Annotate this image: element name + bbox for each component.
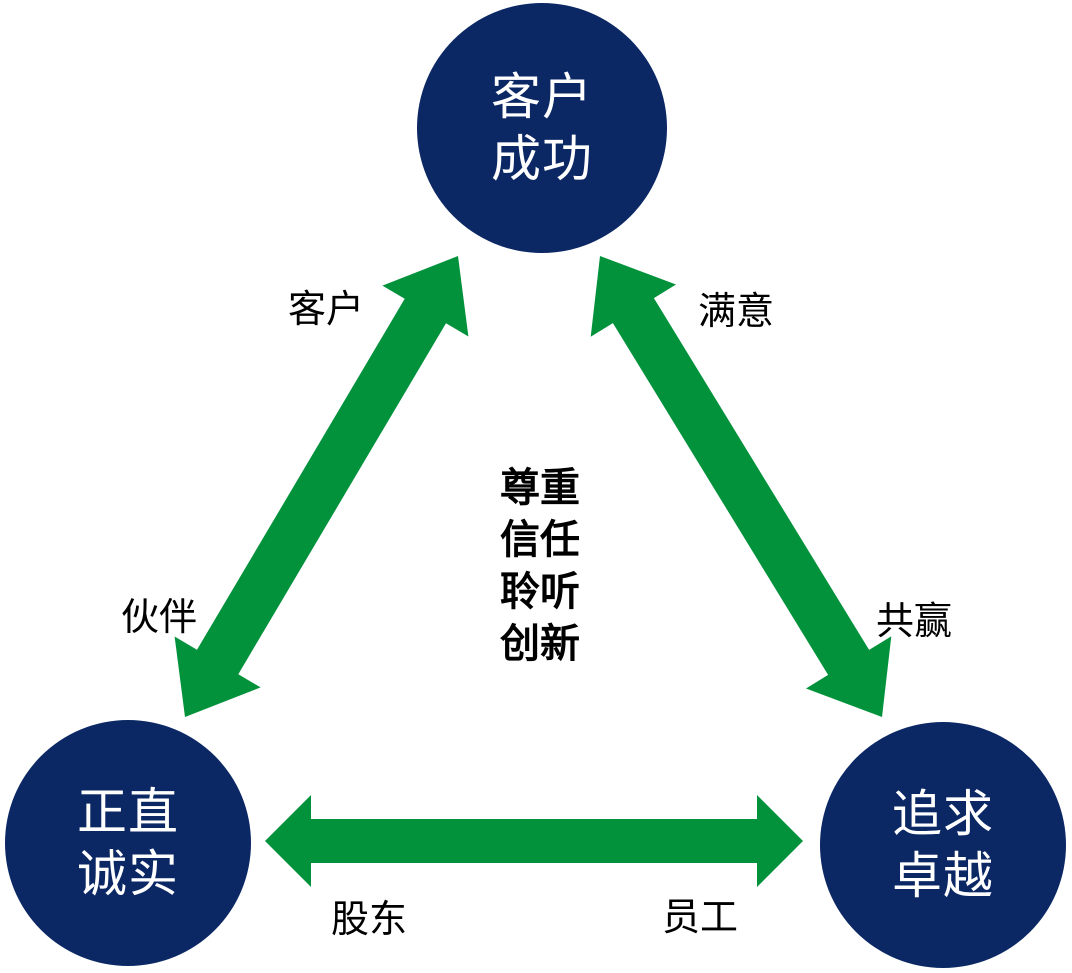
node-client-success-line1: 客户 [491,68,593,126]
value-innovation: 创新 [500,621,580,667]
label-employees: 员工 [662,895,739,939]
arrow-client-success-to-integrity [174,256,469,717]
value-listen: 聆听 [500,569,580,615]
label-partner: 伙伴 [121,595,198,639]
center-values: 尊重 信任 聆听 创新 [492,462,588,670]
node-excellence-line2: 卓越 [892,847,994,905]
node-client-success: 客户 成功 [417,3,667,253]
node-client-success-line2: 成功 [491,130,593,188]
label-shareholders: 股东 [331,897,408,941]
label-win-win: 共赢 [876,599,953,643]
label-satisfaction: 满意 [698,289,775,333]
node-excellence-line1: 追求 [892,785,994,843]
node-integrity-line2: 诚实 [77,845,179,903]
label-client: 客户 [288,287,365,331]
node-excellence: 追求 卓越 [820,722,1066,968]
node-integrity: 正直 诚实 [5,720,251,966]
arrow-client-success-to-excellence [590,256,892,717]
value-trust: 信任 [500,517,580,563]
value-respect: 尊重 [500,465,580,511]
node-integrity-line1: 正直 [77,783,179,841]
arrow-integrity-to-excellence [265,795,803,887]
